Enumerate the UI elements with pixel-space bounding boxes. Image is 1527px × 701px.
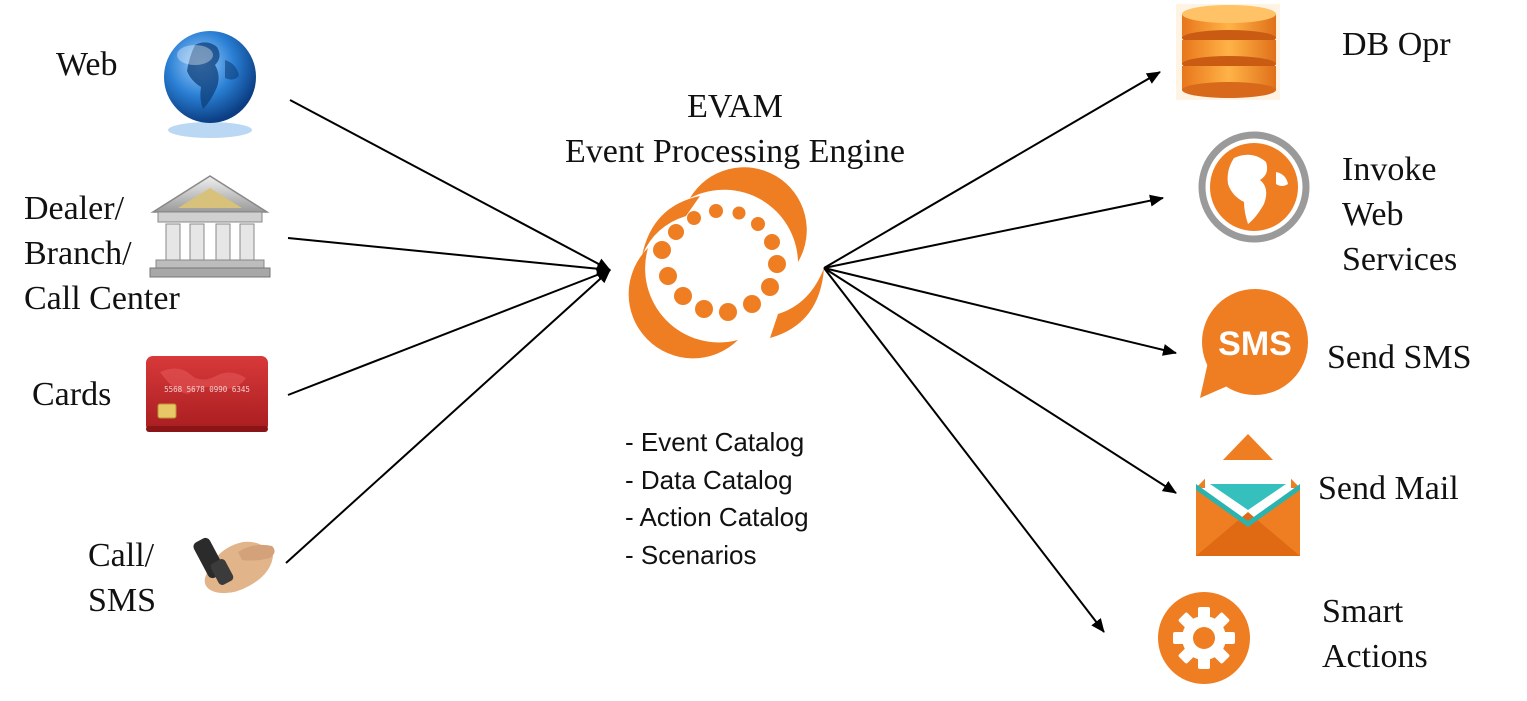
- label-web-text: Web: [56, 46, 118, 83]
- label-call-sms: Call/ SMS: [88, 533, 156, 623]
- arrow-call-to-engine: [285, 269, 611, 564]
- label-invoke-line1: Invoke: [1342, 151, 1437, 188]
- catalog-item-action: - Action Catalog: [625, 502, 809, 532]
- arrow-cards-to-engine: [287, 269, 611, 396]
- arrow-engine-to-smart: [823, 267, 1105, 633]
- envelope-icon: [1196, 434, 1300, 556]
- label-smart-line2: Actions: [1322, 638, 1428, 675]
- sms-bubble-text: SMS: [1218, 325, 1292, 363]
- label-dealer-line1: Dealer/: [24, 190, 125, 227]
- arrow-dealer-to-engine: [287, 237, 611, 275]
- database-icon: [1176, 4, 1280, 100]
- label-send-sms-text: Send SMS: [1327, 339, 1472, 376]
- label-send-mail-text: Send Mail: [1318, 470, 1459, 507]
- arrow-web-to-engine: [289, 99, 611, 271]
- label-call-line1: Call/: [88, 537, 155, 574]
- engine-title: EVAM Event Processing Engine: [520, 84, 950, 174]
- outgoing-arrows: [823, 71, 1177, 633]
- label-db-opr: DB Opr: [1342, 22, 1451, 67]
- label-call-line2: SMS: [88, 582, 157, 619]
- label-web: Web: [56, 42, 117, 87]
- label-invoke-line2: Web: [1342, 196, 1404, 233]
- label-send-sms: Send SMS: [1327, 335, 1472, 380]
- label-send-mail: Send Mail: [1318, 466, 1459, 511]
- arrow-engine-to-webservices: [823, 194, 1164, 269]
- credit-card-icon: 5568 5678 0990 6345: [146, 356, 268, 432]
- arrow-engine-to-mail: [823, 267, 1177, 494]
- label-cards: Cards: [32, 372, 111, 417]
- label-db-opr-text: DB Opr: [1342, 26, 1451, 63]
- globe-icon: [164, 31, 256, 138]
- gear-icon: [1158, 592, 1250, 684]
- label-smart-line1: Smart: [1322, 593, 1404, 630]
- sms-bubble-icon: SMS: [1200, 289, 1308, 398]
- catalog-item-event: - Event Catalog: [625, 427, 805, 457]
- label-invoke-web-services: Invoke Web Services: [1342, 147, 1457, 282]
- mobile-phone-icon: [193, 528, 285, 598]
- label-invoke-line3: Services: [1342, 241, 1458, 278]
- label-dealer-branch-callcenter: Dealer/ Branch/ Call Center: [24, 186, 180, 321]
- engine-title-line2: Event Processing Engine: [565, 133, 905, 170]
- label-smart-actions: Smart Actions: [1322, 589, 1428, 679]
- evam-logo-icon: [628, 167, 824, 359]
- label-dealer-line2: Branch/: [24, 235, 132, 272]
- label-cards-text: Cards: [32, 376, 112, 413]
- card-number-text: 5568 5678 0990 6345: [164, 385, 250, 394]
- catalog-item-scenarios: - Scenarios: [625, 539, 757, 570]
- catalog-list: - Event Catalog - Data Catalog - Action …: [625, 424, 809, 574]
- arrow-engine-to-db: [823, 71, 1161, 269]
- engine-title-line1: EVAM: [687, 88, 783, 125]
- label-dealer-line3: Call Center: [24, 280, 180, 317]
- catalog-item-data: - Data Catalog: [625, 464, 793, 495]
- bank-building-icon: [149, 175, 271, 278]
- incoming-arrows: [285, 99, 611, 564]
- orange-globe-icon: [1198, 131, 1310, 243]
- arrow-engine-to-sms: [823, 267, 1177, 356]
